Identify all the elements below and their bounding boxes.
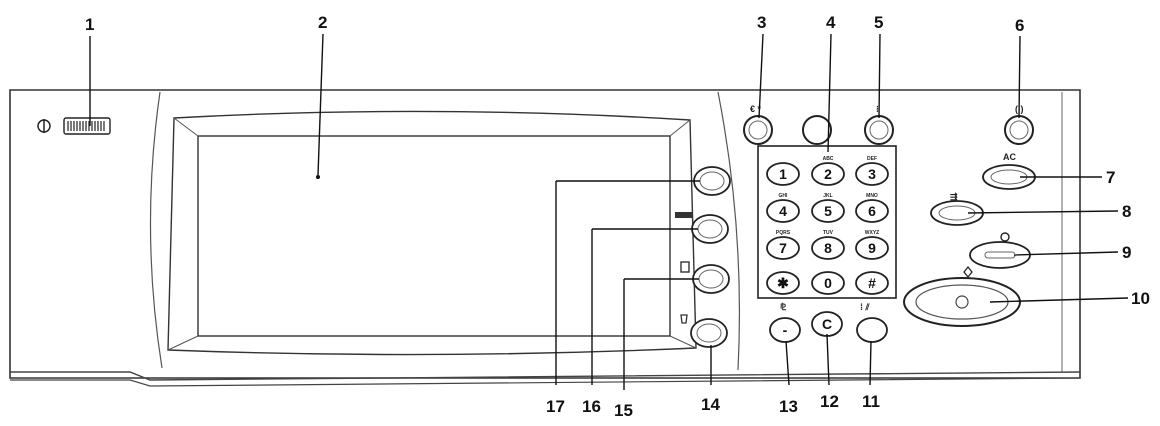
keypad-key-9[interactable]: WXYZ 9: [855, 230, 889, 260]
keypad-key-0[interactable]: 0: [811, 271, 845, 295]
keypad-bottom-buttons: ⅊ - C ⁞ ⫽: [769, 302, 888, 343]
callout-11: 11: [862, 392, 880, 411]
power-saver-button[interactable]: € *: [743, 104, 773, 145]
callout-lines: [89, 33, 1129, 390]
right-buttons: AC ⇶: [903, 152, 1036, 327]
start-diamond-icon: [963, 265, 973, 279]
touch-screen-display[interactable]: [197, 135, 671, 337]
machine-status-icon: [680, 261, 690, 273]
keypad-key-letters: DEF: [867, 156, 877, 162]
keypad-key-6[interactable]: MNO 6: [855, 193, 889, 223]
keypad-key-3[interactable]: DEF 3: [855, 156, 889, 186]
keypad-key-letters: JKL: [823, 193, 832, 199]
svg-text:⁝: ⁝: [876, 104, 879, 114]
keypad-key-digit: 9: [868, 240, 876, 256]
callout-2: 2: [318, 13, 327, 32]
keypad-key-letters: WXYZ: [865, 230, 879, 236]
unlabeled-top-button[interactable]: [802, 115, 832, 145]
callout-6: 6: [1015, 16, 1024, 35]
keypad-key-letters: TUV: [823, 230, 834, 236]
clear-button[interactable]: C: [811, 311, 843, 337]
start-button[interactable]: [903, 265, 1021, 327]
keypad-key-digit: 6: [868, 203, 876, 219]
keypad-key-1[interactable]: 1: [766, 162, 800, 186]
stop-icon: [1000, 232, 1010, 242]
callout-17: 17: [546, 397, 565, 416]
keypad-key-letters: MNO: [866, 193, 878, 199]
keypad-key-hash[interactable]: #: [855, 271, 889, 295]
features-button[interactable]: [693, 166, 731, 196]
svg-text:⁞ ⫽: ⁞ ⫽: [860, 302, 870, 312]
keypad-key-8[interactable]: TUV 8: [811, 230, 845, 260]
callout-3: 3: [757, 13, 766, 32]
keypad-key-2[interactable]: ABC 2: [811, 156, 845, 186]
touch-screen[interactable]: [167, 110, 697, 356]
top-buttons: € * ⁝ ( ): [743, 104, 1034, 145]
interrupt-icon: ⇶: [950, 192, 958, 202]
callout-9: 9: [1122, 243, 1131, 262]
clear-all-label: AC: [1003, 152, 1016, 162]
keypad-key-digit: 1: [779, 166, 787, 182]
keypad-key-5[interactable]: JKL 5: [811, 193, 845, 223]
callout-14: 14: [701, 395, 720, 414]
keypad-key-letters: PQRS: [776, 230, 791, 236]
keypad-key-7[interactable]: PQRS 7: [766, 230, 800, 260]
interrupt-button[interactable]: ⇶: [930, 192, 984, 226]
dial-pause-label: -: [783, 322, 788, 338]
power-switch[interactable]: [37, 117, 111, 135]
svg-text:€ *: € *: [750, 104, 762, 114]
keypad-key-digit: 3: [868, 166, 876, 182]
keypad-key-4[interactable]: GHI 4: [766, 193, 800, 223]
keypad-key-digit: 0: [824, 275, 832, 291]
callout-numbers: 1 2 3 4 5 6 7 8 9 10 11 12 13 14 15 16 1…: [85, 13, 1150, 420]
callout-15: 15: [614, 401, 633, 420]
keypad-key-digit: 2: [824, 166, 832, 182]
callout-1: 1: [85, 15, 94, 34]
speed-dial-button[interactable]: ⁞ ⫽: [856, 302, 888, 343]
dial-pause-button[interactable]: ⅊ -: [769, 302, 801, 343]
callout-8: 8: [1122, 202, 1131, 221]
callout-13: 13: [779, 397, 798, 416]
callout-5: 5: [874, 13, 883, 32]
keypad-key-star[interactable]: ✱: [766, 271, 800, 295]
keypad-key-letters: ABC: [823, 156, 834, 162]
log-in-out-button[interactable]: [680, 314, 728, 348]
callout-12: 12: [820, 392, 839, 411]
keypad-key-digit: #: [868, 275, 876, 291]
keypad-key-digit: 8: [824, 240, 832, 256]
keypad-key-digit: 7: [779, 240, 787, 256]
callout-16: 16: [582, 397, 601, 416]
callout-7: 7: [1106, 168, 1115, 187]
svg-text:⅊: ⅊: [780, 302, 787, 312]
callout-10: 10: [1131, 289, 1150, 308]
keypad-key-letters: GHI: [779, 193, 789, 199]
job-status-icon: [675, 212, 693, 218]
clear-label: C: [822, 316, 832, 332]
keypad-key-digit: ✱: [777, 275, 789, 291]
keypad-key-digit: 5: [824, 203, 832, 219]
trash-icon: [680, 314, 688, 324]
callout-4: 4: [826, 13, 836, 32]
keypad-key-digit: 4: [779, 203, 787, 219]
